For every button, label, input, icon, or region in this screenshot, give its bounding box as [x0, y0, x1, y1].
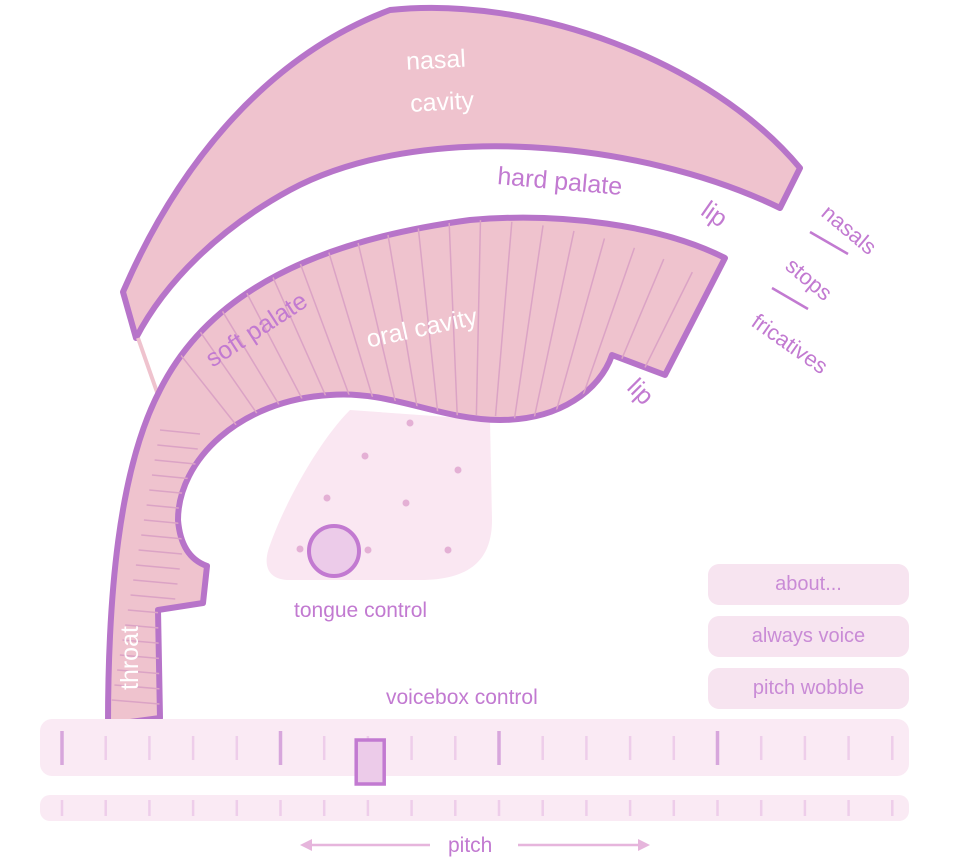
always-voice-button[interactable]: always voice: [708, 616, 909, 657]
throat-hatch-line: [119, 654, 167, 660]
tract-hatch-line: [385, 226, 420, 420]
pitch-scale-bar[interactable]: [40, 795, 909, 821]
throat-hatch-line: [114, 684, 162, 690]
throat-hatch-line: [154, 459, 196, 465]
hard-palate-label: hard palate: [496, 162, 623, 201]
tongue-grid-dot: [323, 494, 331, 502]
tract-hatch-line: [448, 220, 458, 416]
voicebox-control-label: voicebox control: [386, 686, 538, 709]
throat-hatch-line: [117, 669, 165, 675]
tract-hatch-line: [355, 233, 402, 424]
throat-hatch-line: [111, 699, 160, 705]
tongue-dot-left: [296, 545, 304, 553]
pitch-arrow-right-icon: [638, 839, 650, 851]
voicebox-control-bar[interactable]: [40, 719, 909, 776]
throat-label: throat: [116, 626, 144, 690]
tongue-control-label: tongue control: [294, 599, 427, 622]
pitch-ticks: [60, 800, 894, 816]
pitch-label: pitch: [448, 834, 492, 857]
vocal-tract-shape: [105, 214, 728, 728]
stops-divider: [771, 286, 809, 311]
tongue-grid-dot: [361, 452, 369, 460]
tongue-grid-dot: [402, 499, 410, 507]
tract-hatch-line: [532, 230, 575, 422]
throat-hatch-line: [130, 594, 176, 600]
throat-hatch-line: [141, 534, 185, 540]
throat-hatch-line: [138, 549, 183, 555]
nasals-divider: [809, 230, 849, 256]
nasal-cavity-label-1: nasal: [405, 45, 466, 76]
pitch-arrow-left-icon: [300, 839, 312, 851]
tract-hatch-line: [416, 222, 439, 417]
voicebox-ticks: [60, 731, 894, 765]
tract-hatch-line: [494, 221, 513, 417]
throat-hatch-line: [133, 579, 178, 585]
tongue-grid-dot: [454, 466, 462, 474]
pitch-wobble-button[interactable]: pitch wobble: [708, 668, 909, 709]
tract-hatch-line: [551, 238, 606, 427]
lower-lip-label: lip: [622, 373, 659, 410]
tongue-grid-dot: [444, 546, 452, 554]
tract-hatch-line: [513, 225, 544, 419]
tongue-grid-dots: [323, 419, 462, 554]
throat-hatch-line: [135, 564, 180, 570]
tongue-grid-dot: [406, 419, 414, 427]
tract-hatch-line: [475, 220, 482, 416]
nasal-cavity-shape: [120, 4, 803, 341]
throat-hatch-line: [157, 444, 198, 450]
tongue-dot-right: [364, 546, 372, 554]
tongue-control-handle[interactable]: [307, 524, 361, 578]
nasal-cavity-label-2: cavity: [409, 86, 475, 117]
tongue-control-area[interactable]: [266, 410, 492, 580]
fricatives-label[interactable]: fricatives: [747, 309, 832, 379]
about-button[interactable]: about...: [708, 564, 909, 605]
voicebox-handle[interactable]: [354, 738, 386, 786]
throat-hatch-line: [159, 429, 201, 435]
upper-lip-label: lip: [696, 196, 733, 233]
nasals-label[interactable]: nasals: [817, 200, 882, 260]
throat-hatch-line: [151, 474, 194, 480]
